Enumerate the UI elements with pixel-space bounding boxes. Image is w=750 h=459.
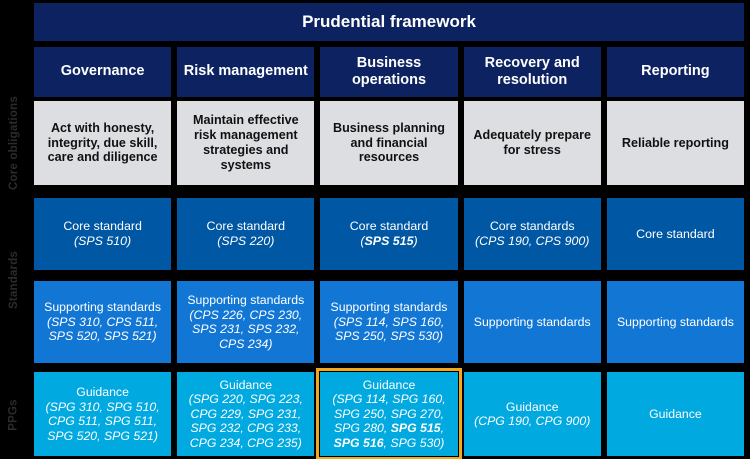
guidance-cell-4: Guidance(CPG 190, CPG 900) [463,372,601,456]
column-header-5-text: Reporting [641,63,710,80]
core-standards-row: Core standard(SPS 510) Core standard(SPS … [28,198,750,270]
column-header-row: Governance Risk management Business operat… [28,47,750,97]
guidance-cell-3-text: Guidance(SPG 114, SPG 160, SPG 250, SPG … [332,377,446,450]
guidance-cell-1: Guidance(SPG 310, SPG 510, CPG 511, SPG … [34,372,172,456]
column-header-3-text: Business operations [351,54,427,88]
supporting-standard-cell-2: Supporting standards(CPS 226, CPS 230, S… [177,281,315,363]
diagram-title: Prudential framework [34,3,744,41]
guidance-row: Guidance(SPG 310, SPG 510, CPG 511, SPG … [28,368,750,459]
core-obligation-cell-5: Reliable reporting [606,101,745,185]
supporting-standard-cell-4: Supporting standards [463,281,601,363]
core-standard-cell-1-text: Core standard(SPS 510) [63,219,142,248]
column-header-2-text: Risk management [183,63,308,80]
column-header-2: Risk management [177,47,315,97]
supporting-standard-cell-3-text: Supporting standards(SPS 114, SPS 160, S… [330,300,448,344]
framework-grid: Prudential framework Governance Risk mana… [28,0,750,459]
section-label-core-obligations-text: Core obligations [8,96,20,190]
core-obligation-cell-5-text: Reliable reporting [621,135,729,150]
supporting-standard-cell-1: Supporting standards(SPS 310, CPS 511, S… [34,281,172,363]
core-standard-cell-3-text: Core standard(SPS 515) [349,219,429,248]
core-obligation-cell-3: Business planning and financial resource… [320,101,458,185]
section-label-standards: Standards [0,192,28,368]
guidance-cell-1-text: Guidance(SPG 310, SPG 510, CPG 511, SPG … [45,385,160,443]
supporting-standard-cell-5: Supporting standards [606,281,745,363]
core-obligations-row: Act with honesty, integrity, due skill, … [28,101,750,185]
guidance-cell-3: Guidance(SPG 114, SPG 160, SPG 250, SPG … [316,368,462,459]
section-label-core-obligations: Core obligations [0,96,28,190]
guidance-cell-5: Guidance [606,372,745,456]
core-obligation-cell-1: Act with honesty, integrity, due skill, … [34,101,172,185]
column-header-1: Governance [34,47,172,97]
core-standard-cell-4: Core standards(CPS 190, CPS 900) [463,198,601,270]
core-obligation-cell-1-text: Act with honesty, integrity, due skill, … [47,120,158,165]
core-obligation-cell-4-text: Adequately prepare for stress [473,128,591,157]
guidance-cell-5-text: Guidance [649,406,702,421]
core-standard-cell-3: Core standard(SPS 515) [320,198,458,270]
column-header-1-text: Governance [60,63,145,80]
section-label-ppgs: PPGs [0,370,28,459]
core-obligation-cell-2: Maintain effective risk management strat… [177,101,315,185]
supporting-standard-cell-3: Supporting standards(SPS 114, SPS 160, S… [320,281,458,363]
column-header-5: Reporting [606,47,745,97]
core-standard-cell-4-text: Core standards(CPS 190, CPS 900) [475,219,590,248]
column-header-3: Business operations [320,47,458,97]
core-standard-cell-5: Core standard [606,198,745,270]
guidance-cell-2: Guidance(SPG 220, SPG 223, CPG 229, SPG … [177,372,315,456]
guidance-cell-4-text: Guidance(CPG 190, CPG 900) [474,399,591,429]
core-standard-cell-2-text: Core standard(SPS 220) [206,219,286,248]
core-standard-cell-5-text: Core standard [636,226,715,241]
section-label-standards-text: Standards [8,250,21,310]
section-label-ppgs-text: PPGs [8,398,21,431]
supporting-standard-cell-2-text: Supporting standards(CPS 226, CPS 230, S… [187,293,305,351]
core-standard-cell-1: Core standard(SPS 510) [34,198,172,270]
supporting-standard-cell-1-text: Supporting standards(SPS 310, CPS 511, S… [44,300,162,344]
column-header-4: Recovery and resolution [463,47,601,97]
supporting-standards-row: Supporting standards(SPS 310, CPS 511, S… [28,281,750,363]
core-obligation-cell-3-text: Business planning and financial resource… [333,120,445,165]
guidance-cell-2-text: Guidance(SPG 220, SPG 223, CPG 229, SPG … [188,377,303,450]
core-obligation-cell-4: Adequately prepare for stress [463,101,601,185]
supporting-standard-cell-5-text: Supporting standards [616,314,734,329]
supporting-standard-cell-4-text: Supporting standards [473,314,591,329]
core-standard-cell-2: Core standard(SPS 220) [177,198,315,270]
core-obligation-cell-2-text: Maintain effective risk management strat… [192,113,299,172]
column-header-4-text: Recovery and resolution [484,54,580,88]
